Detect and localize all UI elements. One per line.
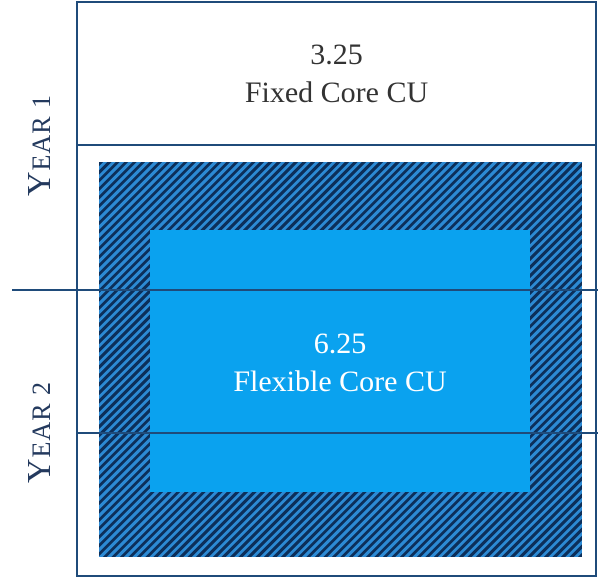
fixed-core-text: 3.25 Fixed Core CU [76, 36, 597, 112]
fixed-core-label: Fixed Core CU [244, 76, 429, 109]
year2-inner-line [76, 432, 598, 434]
flexible-core-value: 6.25 [313, 327, 367, 360]
year-2-prefix: Y [21, 457, 58, 484]
flexible-core-box [150, 230, 530, 492]
flexible-region-frame [76, 144, 597, 577]
fixed-core-box [76, 1, 597, 144]
year-1-prefix: Y [21, 170, 58, 197]
flexible-core-label: Flexible Core CU [233, 365, 447, 398]
year-2-rest: EAR 2 [27, 380, 56, 458]
fixed-core-value: 3.25 [310, 38, 363, 71]
flexible-core-text: 6.25 Flexible Core CU [150, 325, 530, 401]
year-1-rest: EAR 1 [27, 93, 56, 171]
year-divider-line [12, 289, 598, 291]
